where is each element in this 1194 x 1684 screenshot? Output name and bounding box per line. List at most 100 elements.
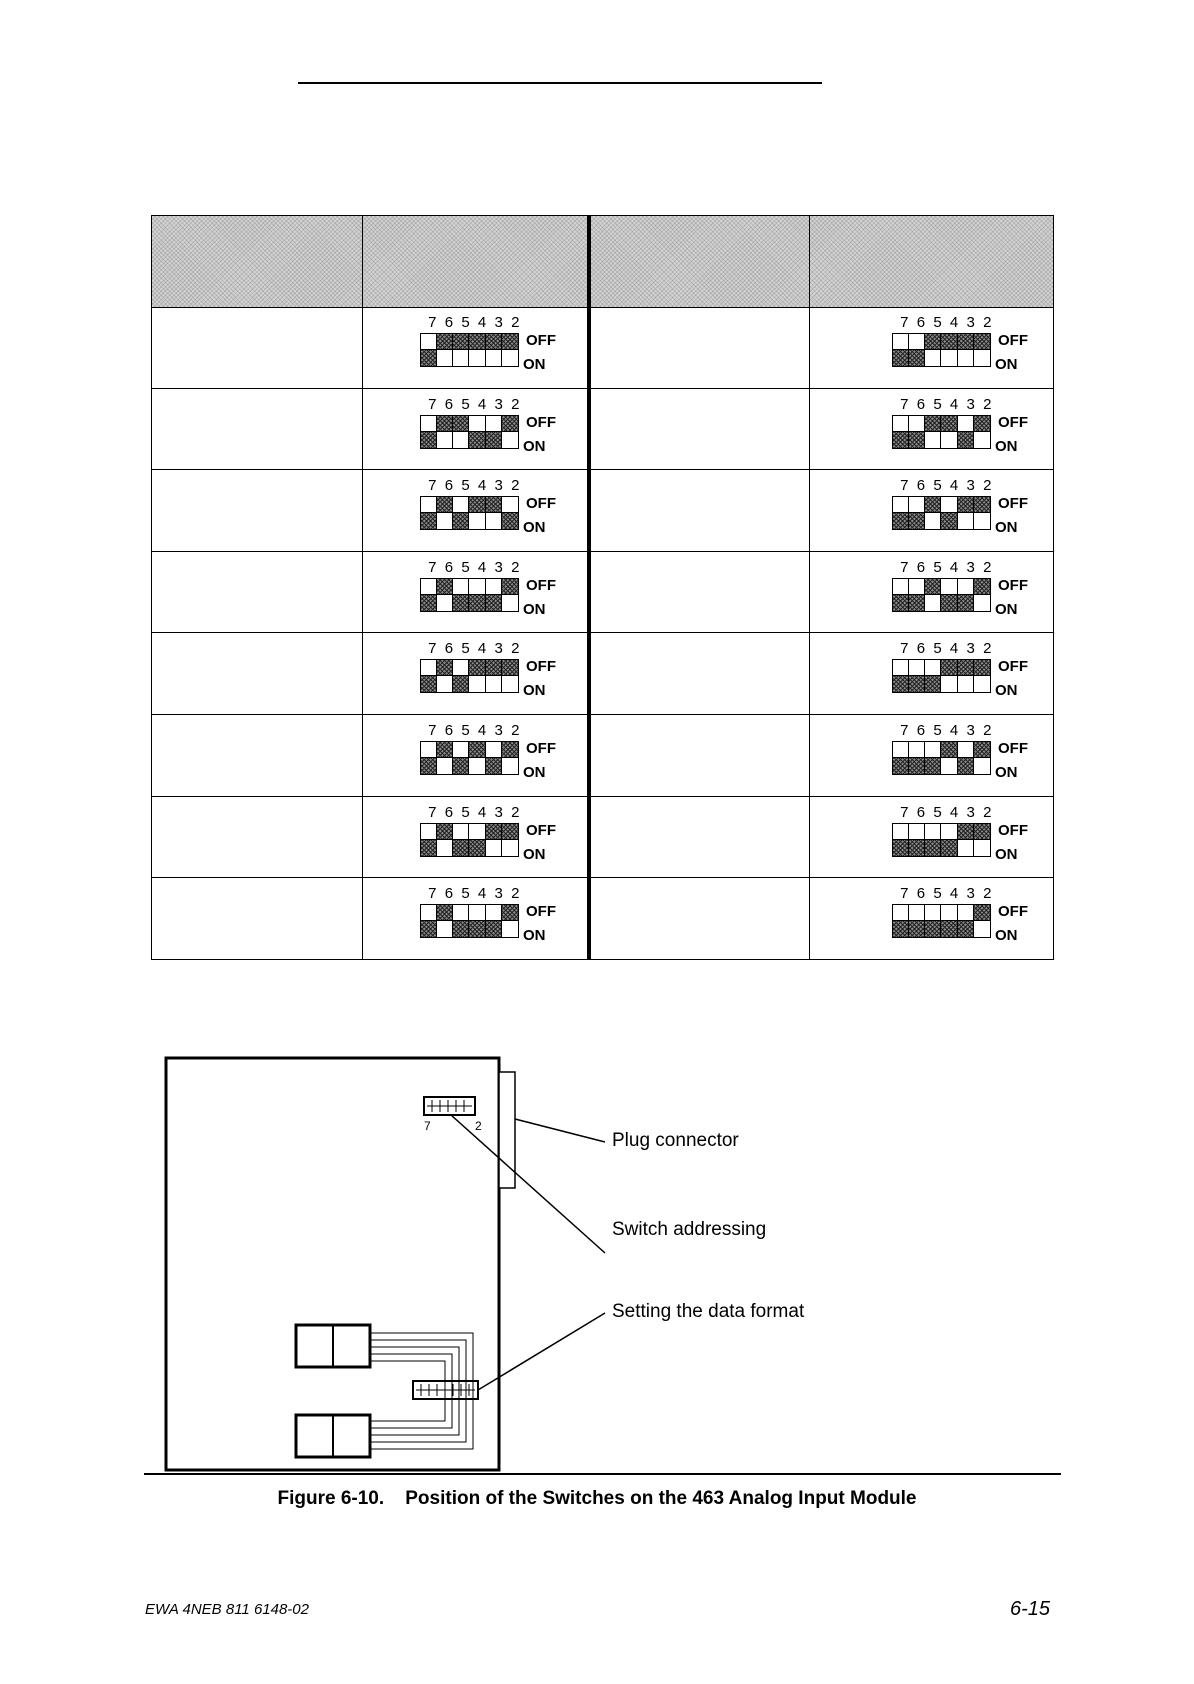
switch-off-cell — [437, 579, 454, 595]
switch-number: 4 — [949, 559, 959, 576]
switch-on-cell — [893, 432, 910, 448]
switch-on-cell — [893, 676, 910, 692]
dip-switch-grid — [420, 823, 519, 857]
switch-on-cell — [909, 595, 926, 611]
switch-on-cell — [941, 432, 958, 448]
switch-number: 3 — [494, 477, 503, 494]
switch-number: 4 — [477, 804, 487, 821]
switch-on-cell — [957, 432, 974, 448]
dip-switch-grid — [420, 904, 519, 938]
switch-off-cell — [421, 742, 438, 758]
switch-on-cell — [453, 350, 470, 366]
switch-number: 6 — [916, 477, 926, 494]
off-label: OFF — [526, 658, 556, 675]
switch-off-cell — [893, 742, 910, 758]
switch-off-cell — [909, 824, 926, 840]
switch-off-cell — [453, 334, 470, 350]
switch-off-cell — [941, 416, 958, 432]
switch-number: 7 — [428, 885, 437, 902]
switch-off-cell — [437, 497, 454, 513]
switch-off-cell — [485, 905, 502, 921]
switch-off-cell — [925, 742, 942, 758]
switch-on-cell — [453, 513, 470, 529]
switch-number: 7 — [428, 314, 437, 331]
switch-number: 4 — [949, 722, 959, 739]
switch-on-cell — [469, 676, 486, 692]
switch-off-cell — [973, 824, 990, 840]
switch-number: 7 — [428, 804, 437, 821]
switch-on-cell — [909, 432, 926, 448]
switch-off-cell — [485, 497, 502, 513]
dip-switch-grid — [420, 741, 519, 775]
switch-off-cell — [909, 416, 926, 432]
switch-number: 7 — [428, 640, 437, 657]
switch-off-cell — [437, 742, 454, 758]
switch-off-cell — [909, 579, 926, 595]
switch-number: 2 — [983, 640, 992, 657]
leader-lines — [450, 1114, 606, 1391]
table-rule — [151, 469, 1054, 470]
switch-number: 4 — [477, 477, 487, 494]
table-rule — [151, 877, 1054, 878]
switch-off-cell — [893, 497, 910, 513]
switch-on-cell — [909, 840, 926, 856]
switch-off-cell — [909, 742, 926, 758]
switch-off-cell — [941, 742, 958, 758]
on-label: ON — [995, 601, 1018, 618]
off-label: OFF — [526, 495, 556, 512]
switch-on-cell — [909, 758, 926, 774]
switch-number: 5 — [933, 885, 942, 902]
switch-number: 3 — [966, 559, 975, 576]
switch-number: 7 — [900, 722, 909, 739]
table-rule — [151, 959, 1054, 960]
off-label: OFF — [998, 332, 1028, 349]
switch-off-cell — [973, 497, 990, 513]
switch-number: 5 — [461, 559, 470, 576]
switch-on-cell — [909, 513, 926, 529]
switch-off-cell — [501, 416, 518, 432]
dip-switch-grid — [420, 578, 519, 612]
switch-off-cell — [469, 905, 486, 921]
switch-on-cell — [925, 921, 942, 937]
switch-number: 2 — [511, 722, 520, 739]
switch-number: 4 — [949, 314, 959, 331]
footer-page-number: 6-15 — [1010, 1598, 1051, 1620]
switch-on-cell — [941, 676, 958, 692]
switch-number: 6 — [444, 885, 454, 902]
switch-off-cell — [893, 416, 910, 432]
switch-on-cell — [421, 595, 438, 611]
on-label: ON — [995, 764, 1018, 781]
switch-on-cell — [469, 840, 486, 856]
on-label: ON — [995, 519, 1018, 536]
switch-on-cell — [909, 350, 926, 366]
switch-on-cell — [893, 840, 910, 856]
dip-switch-grid — [892, 741, 991, 775]
switch-off-cell — [973, 416, 990, 432]
off-label: OFF — [526, 822, 556, 839]
on-label: ON — [995, 846, 1018, 863]
switch-number: 6 — [916, 640, 926, 657]
switch-off-cell — [925, 905, 942, 921]
switch-number: 2 — [983, 885, 992, 902]
switch-number: 5 — [461, 640, 470, 657]
switch-number: 6 — [444, 804, 454, 821]
switch-off-cell — [421, 579, 438, 595]
switch-off-cell — [925, 579, 942, 595]
switch-off-cell — [501, 660, 518, 676]
off-label: OFF — [998, 740, 1028, 757]
switch-off-cell — [501, 334, 518, 350]
switch-on-cell — [453, 595, 470, 611]
switch-on-cell — [437, 676, 454, 692]
switch-on-cell — [421, 432, 438, 448]
switch-on-cell — [437, 513, 454, 529]
switch-on-cell — [486, 840, 502, 856]
on-label: ON — [523, 764, 546, 781]
switch-on-cell — [925, 758, 942, 774]
